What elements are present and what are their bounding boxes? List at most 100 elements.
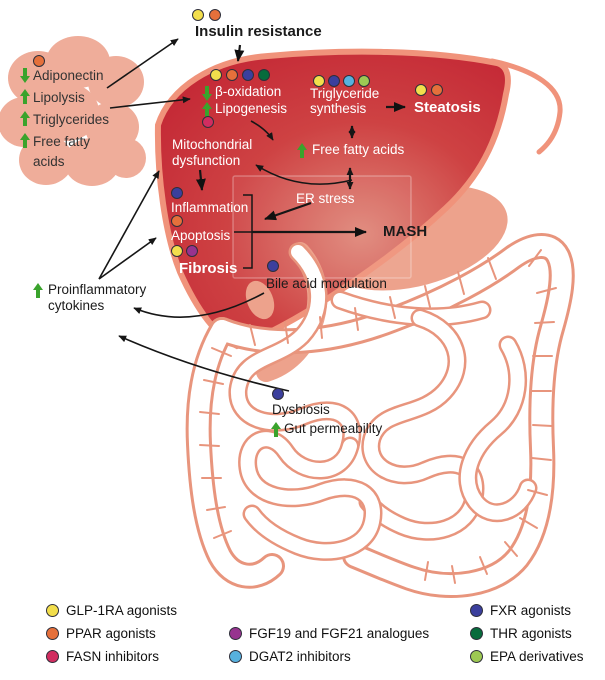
adiponectin-label: Adiponectin bbox=[33, 68, 104, 83]
lipolysis-label: Lipolysis bbox=[33, 90, 85, 105]
epa-dot bbox=[358, 75, 370, 87]
legend-label-ppar: PPAR agonists bbox=[66, 626, 156, 641]
legend-label-fasn: FASN inhibitors bbox=[66, 649, 160, 664]
legend-item-dgat2: DGAT2 inhibitors bbox=[229, 645, 429, 668]
inflammation-dot-below bbox=[171, 215, 183, 227]
arrows-layer bbox=[98, 38, 406, 392]
thr-dot bbox=[470, 627, 483, 640]
er-stress-label: ER stress bbox=[296, 191, 355, 206]
fgf-dot bbox=[229, 627, 242, 640]
ppar-dot bbox=[171, 215, 183, 227]
fasn-legend-dot bbox=[46, 650, 59, 663]
adipose-ffa-label: Free fatty acids bbox=[33, 134, 91, 169]
triglyceride-synthesis-dots bbox=[313, 75, 370, 87]
steatosis-dots bbox=[415, 84, 443, 96]
free-fatty-acids-row: Free fatty acids bbox=[297, 142, 404, 159]
legend-column-3: FXR agonists THR agonists EPA derivative… bbox=[470, 599, 584, 668]
mitochondrial-dysfunction-label: Mitochondrial dysfunction bbox=[172, 137, 253, 168]
increase-arrow-icon bbox=[297, 143, 307, 159]
fgf-dot bbox=[186, 245, 198, 257]
lipogenesis-row: Lipogenesis bbox=[202, 101, 287, 118]
fasn-dot bbox=[202, 116, 214, 128]
legend-item-glp1ra: GLP-1RA agonists bbox=[46, 599, 177, 622]
beta-oxidation-label: β-oxidation bbox=[215, 84, 282, 99]
colon-haustra-ticks bbox=[199, 249, 557, 584]
triglycerides-label: Triglycerides bbox=[33, 112, 110, 127]
inflammation-dot-above bbox=[171, 187, 183, 199]
bile-acid-modulation-label: Bile acid modulation bbox=[266, 276, 387, 291]
beta-oxidation-dots bbox=[210, 69, 270, 81]
liver-shape bbox=[154, 48, 511, 350]
glp1ra-dot bbox=[46, 604, 59, 617]
insulin-resistance-dots bbox=[192, 9, 221, 21]
steatosis-label: Steatosis bbox=[414, 99, 481, 116]
bile-acid-dot bbox=[267, 260, 279, 272]
ppar-dot bbox=[33, 55, 45, 67]
anatomy-layer bbox=[0, 36, 575, 599]
apoptosis-label: Apoptosis bbox=[171, 228, 231, 243]
fxr-dot bbox=[242, 69, 254, 81]
adipose-labels: Adiponectin Lipolysis Triglycerides Free… bbox=[20, 66, 152, 174]
legend-item-fxr: FXR agonists bbox=[470, 599, 584, 622]
ppar-dot bbox=[431, 84, 443, 96]
arrow-lipogenesis-to-free-fatty-acids bbox=[250, 120, 274, 141]
insulin-resistance-label: Insulin resistance bbox=[195, 23, 322, 40]
fxr-dot bbox=[272, 388, 284, 400]
fibrosis-label: Fibrosis bbox=[179, 260, 238, 277]
lipogenesis-label: Lipogenesis bbox=[215, 101, 288, 116]
beta-oxidation-row: β-oxidation bbox=[202, 84, 281, 101]
small-intestine-shape bbox=[228, 242, 538, 561]
epa-dot bbox=[470, 650, 483, 663]
glp1ra-dot bbox=[210, 69, 222, 81]
legend-item-thr: THR agonists bbox=[470, 622, 584, 645]
legend-label-glp1ra: GLP-1RA agonists bbox=[66, 603, 178, 618]
arrow-cytokines-to-apoptosis bbox=[98, 237, 157, 280]
arrow-adipose-to-beta-oxidation bbox=[109, 96, 191, 109]
arrow-gut-to-cytokines bbox=[118, 335, 290, 392]
fxr-dot bbox=[267, 260, 279, 272]
glp1ra-dot bbox=[415, 84, 427, 96]
proinflammatory-cytokines-row: Proinflammatory cytokines bbox=[33, 282, 160, 314]
free-fatty-acids-row: Free fatty acids bbox=[20, 132, 152, 172]
arrow-mitochondrial-to-inflammation bbox=[195, 169, 206, 191]
ppar-dot bbox=[226, 69, 238, 81]
ppar-dot bbox=[46, 627, 59, 640]
fxr-dot bbox=[470, 604, 483, 617]
triglycerides-row: Triglycerides bbox=[20, 110, 152, 130]
adipose-dot bbox=[33, 55, 45, 67]
increase-arrow-icon bbox=[20, 89, 30, 105]
fasn-dot bbox=[46, 650, 59, 663]
legend-label-epa: EPA derivatives bbox=[490, 649, 584, 664]
legend-column-1: GLP-1RA agonists PPAR agonists FASN inhi… bbox=[46, 599, 177, 668]
legend-item-fasn: FASN inhibitors bbox=[46, 645, 177, 668]
dgat2-dot bbox=[343, 75, 355, 87]
increase-arrow-icon bbox=[20, 133, 30, 149]
mash-label: MASH bbox=[383, 223, 428, 240]
dysbiosis-dot bbox=[272, 388, 284, 400]
fasn-dot bbox=[202, 116, 214, 128]
gut-permeability-row: Gut permeability bbox=[271, 421, 382, 438]
arrow-insulin-resistance-to-liver bbox=[234, 44, 245, 62]
epa-dot bbox=[470, 650, 483, 663]
dgat2-dot bbox=[229, 650, 242, 663]
glp1ra-dot bbox=[192, 9, 204, 21]
glp1ra-dot bbox=[46, 604, 59, 617]
proinflammatory-cytokines-label: Proinflammatory cytokines bbox=[48, 282, 147, 313]
increase-arrow-icon bbox=[33, 283, 43, 299]
legend-column-2: FGF19 and FGF21 analogues DGAT2 inhibito… bbox=[229, 622, 429, 668]
adiponectin-row: Adiponectin bbox=[20, 66, 152, 86]
legend-label-dgat2: DGAT2 inhibitors bbox=[249, 649, 351, 664]
thr-dot bbox=[258, 69, 270, 81]
arrow-bile-acid-to-cytokines bbox=[133, 292, 265, 318]
fxr-dot bbox=[171, 187, 183, 199]
increase-arrow-icon bbox=[20, 111, 30, 127]
legend-label-fxr: FXR agonists bbox=[490, 603, 572, 618]
lipolysis-row: Lipolysis bbox=[20, 88, 152, 108]
gut-permeability-label: Gut permeability bbox=[284, 421, 383, 436]
fxr-dot bbox=[470, 604, 483, 617]
liver-ligament-tail bbox=[489, 58, 563, 155]
ppar-dot bbox=[209, 9, 221, 21]
legend-item-ppar: PPAR agonists bbox=[46, 622, 177, 645]
arrow-cytokines-to-mitochondrial bbox=[98, 170, 160, 280]
